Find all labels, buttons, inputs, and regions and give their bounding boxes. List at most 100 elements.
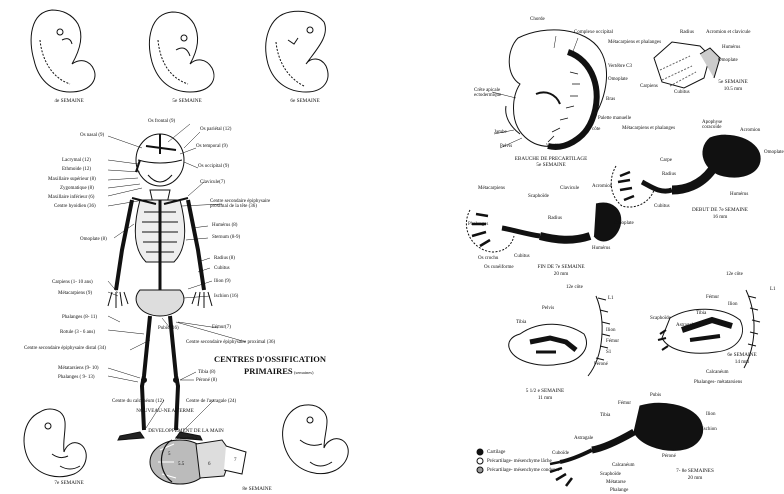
- label-humerus: Humérus (8): [212, 223, 237, 228]
- label-vertebre-c3: Vertèbre C3: [608, 64, 632, 69]
- caption-early-7wk-2: 16 mm: [700, 214, 740, 220]
- label-calcaneum-7wk: Calcanéum: [612, 463, 635, 468]
- label-vertebre-l1: Vertèbre L1: [546, 144, 570, 149]
- label-acromion-7wk: Acromion: [592, 184, 612, 189]
- caption-embryo-4wk: 4e SEMAINE: [44, 98, 94, 104]
- label-pelvis-55wk: Pelvis: [542, 306, 554, 311]
- label-metacarpiens: Métacarpiens (9): [58, 291, 92, 296]
- caption-embryo-5wk: 5e SEMAINE: [162, 98, 212, 104]
- label-femur-6wk: Fémur: [706, 295, 719, 300]
- label-pubis-7wk: Pubis: [650, 393, 661, 398]
- label-tibia-6wk: Tibia: [696, 311, 706, 316]
- hand-note: (Semaines ): [166, 435, 206, 441]
- legend-cartilage: Cartilage: [487, 450, 505, 455]
- label-humerus-7wk: Humérus: [592, 246, 610, 251]
- label-scaphoide-7wk-pied: Scaphoïde: [600, 472, 621, 477]
- caption-precartilage-2: 5e SEMAINE: [526, 162, 576, 168]
- label-centre-astragale: Centre de l'astragale (24): [186, 399, 236, 404]
- label-jambe: Jambe: [494, 130, 507, 135]
- label-phalanges-metatarsiens: Phalanges- métatarsiens: [694, 380, 742, 385]
- label-radius-6wk: Radius: [662, 172, 676, 177]
- label-acromion-clavicule: Acromion et clavicule: [706, 30, 750, 35]
- label-centre-hyoidien: Centre hyoidien (36): [54, 204, 96, 209]
- caption-5wk-detail-1: 5e SEMAINE: [708, 79, 758, 85]
- label-omoplate-5wk-detail: Omoplate: [718, 58, 738, 63]
- label-cuboide: Cuboïde: [552, 451, 569, 456]
- label-metatarse: Métatarse: [606, 480, 626, 485]
- label-os-frontal: Os frontal (9): [148, 119, 175, 124]
- caption-5wk-detail-2: 10.5 mm: [708, 86, 758, 92]
- label-perone-55wk: Péroné: [594, 362, 608, 367]
- embryo-4-weeks: [31, 10, 95, 92]
- hand-development: [150, 440, 246, 484]
- label-os-temporal: Os temporal (9): [196, 144, 228, 149]
- label-crete-apicale: Crête apicale ectodermique: [474, 88, 514, 98]
- label-cubitus-6wk: Cubitus: [654, 204, 670, 209]
- label-pelvis-5wk: Pelvis: [500, 144, 512, 149]
- label-centre-proximal-tete: Centre secondaire épiphysaire proximal d…: [210, 199, 280, 209]
- label-phalange-7wk: Phalange: [610, 488, 628, 493]
- label-calcaneum-6wk: Calcanéum: [706, 370, 729, 375]
- label-carpiens-5wk: Carpiens: [640, 84, 658, 89]
- embryo-8-weeks: [283, 405, 349, 474]
- label-femur: Fémur(7): [212, 325, 231, 330]
- label-metacarpiens-phalanges-6wk: Métacarpiens et phalanges: [622, 126, 675, 131]
- label-radius: Radius (8): [214, 256, 235, 261]
- label-astragale-7wk: Astragale: [574, 436, 593, 441]
- label-cubitus-5wk: Cubitus: [674, 90, 690, 95]
- caption-end-7wk-1: FIN DE 7e SEMAINE: [526, 264, 596, 270]
- label-maxillaire-inferieur: Maxillaire inférieur (6): [48, 195, 94, 200]
- label-femur-55wk: Fémur: [606, 339, 619, 344]
- label-scaphoide-6wk: Scaphoïde: [650, 316, 671, 321]
- label-os-occipital: Os occipital (9): [198, 164, 229, 169]
- label-clavicule: Clavicule(7): [200, 180, 225, 185]
- label-s1-55wk: S1: [606, 350, 611, 355]
- caption-7wk-2: 20 mm: [675, 475, 715, 481]
- label-12e-cote-55wk: 12e côte: [566, 285, 583, 290]
- label-ilion-7wk: Ilion: [706, 412, 715, 417]
- label-omoplate-6wk: Omoplate: [764, 150, 784, 155]
- label-sternum: Sternum (8-9): [212, 235, 240, 240]
- hand-number-5-5: 5.5: [178, 462, 184, 467]
- caption-end-7wk-2: 20 mm: [541, 271, 581, 277]
- label-os-crochu: Os crochu: [478, 256, 498, 261]
- label-astragale-6wk: Astragale: [676, 323, 695, 328]
- embryo-7-weeks: [24, 409, 86, 477]
- label-clavicule-7wk: Clavicule: [560, 186, 579, 191]
- label-scaphoide-7wk: Scaphoïde: [528, 194, 549, 199]
- legend-precartilage-condense: Précartilage- mésenchyme condensé: [487, 468, 560, 473]
- label-tibia: Tibia (8): [198, 370, 215, 375]
- hand-number-5: 5: [168, 452, 171, 457]
- label-apophyse-coracoide: Apophyse coracoïde: [702, 120, 732, 130]
- label-cubitus-7wk: Cubitus: [514, 254, 530, 259]
- label-humerus-5wk: Humérus: [722, 45, 740, 50]
- label-centre-distal: Centre secondaire épiphysaire distal (34…: [24, 346, 106, 351]
- label-humerus-6wk: Humérus: [730, 192, 748, 197]
- skeleton-title-line2: PRIMAIRES: [244, 366, 292, 376]
- label-7e-cote: 7e côte: [586, 127, 600, 132]
- label-ischion: Ischion (16): [214, 294, 238, 299]
- skeleton-subtitle: NOUVEAU-NE A TERME: [120, 408, 210, 414]
- label-femur-7wk: Fémur: [618, 401, 631, 406]
- label-radius-7wk: Radius: [548, 216, 562, 221]
- caption-6wk-1: 6e SEMAINE: [722, 352, 762, 358]
- label-omoplate-7wk: Omoplate: [614, 221, 634, 226]
- label-os-cuneiforme: Os cunéiforme: [484, 265, 514, 270]
- label-ilion: Ilion (9): [214, 279, 231, 284]
- hand-number-6: 6: [208, 462, 211, 467]
- label-acromion-6wk: Acromion: [740, 128, 760, 133]
- label-pubis: Pubis (16): [158, 326, 179, 331]
- label-centre-proximal: Centre secondaire épiphysaire proximal (…: [186, 340, 275, 345]
- label-os-nasal: Os nasal (9): [80, 133, 104, 138]
- label-carpe: Carpe: [660, 158, 672, 163]
- label-phalanges-7wk: Phalanges: [468, 222, 488, 227]
- label-ilion-6wk: Ilion: [728, 302, 737, 307]
- hand-number-7: 7: [234, 458, 237, 463]
- label-metatarsiens: Métatarsiens (9- 10): [58, 366, 99, 371]
- label-centre-calcaneum: Centre du calcanéum (12): [112, 399, 164, 404]
- caption-7wk-1: 7- 8e SEMAINES: [670, 468, 720, 474]
- label-phalanges-pied: Phalanges ( 9- 13): [58, 375, 95, 380]
- embryo-5-weeks: [149, 12, 213, 92]
- label-cubitus: Cubitus: [214, 266, 230, 271]
- label-rotule: Rotule (3 - 6 ans): [60, 330, 95, 335]
